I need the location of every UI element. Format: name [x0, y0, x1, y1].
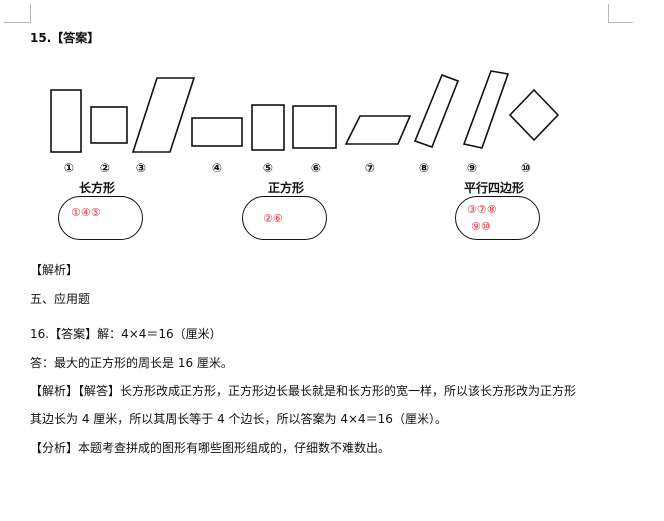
shape-3-parallelogram: [131, 77, 196, 153]
q16-analysis-text: 本题考查拼成的图形有哪些图形组成的，仔细数不难数出。: [78, 441, 391, 455]
square-answer-oval: [242, 196, 327, 240]
category-square-label: 正方形: [268, 181, 305, 195]
rectangle-answer-oval: [58, 196, 143, 240]
rectangle-answer: ①④⑤: [71, 206, 101, 219]
q16-answer-sentence: 答：最大的正方形的周长是 16 厘米。: [30, 356, 233, 370]
shape-number-10: ⑩: [521, 161, 531, 175]
shape-number-7: ⑦: [365, 161, 375, 175]
shape-8-parallelogram: [413, 73, 460, 149]
q15-analysis-label: 【解析】: [30, 263, 79, 277]
shape-7-parallelogram: [344, 115, 412, 145]
parallelogram-answer-line2: ⑨⑩: [471, 220, 491, 233]
shapes-figure: ① ② ③ ④ ⑤ ⑥ ⑦ ⑧ ⑨ ⑩: [50, 70, 560, 175]
crop-mark-right: [608, 4, 633, 23]
crop-mark-left: [4, 4, 31, 23]
shape-5-rectangle: [251, 104, 285, 151]
q16-answer-line: 16.【答案】解：4×4＝16（厘米）: [30, 327, 222, 341]
shape-6-square: [292, 105, 337, 149]
shape-number-3: ③: [136, 161, 146, 175]
shape-number-8: ⑧: [419, 161, 429, 175]
shape-number-5: ⑤: [263, 161, 273, 175]
shape-number-6: ⑥: [311, 161, 321, 175]
q15-title: 15.【答案】: [30, 31, 100, 45]
parallelogram-answer-oval: [455, 196, 540, 240]
category-parallelogram-label: 平行四边形: [464, 181, 525, 195]
shape-9-parallelogram: [462, 70, 510, 149]
shape-10-square: [508, 88, 560, 142]
shape-1-rectangle: [50, 89, 82, 153]
section-title: 五、应用题: [30, 292, 91, 306]
q16-explain-prefix: 【解析】【解答】: [30, 384, 121, 398]
shape-number-1: ①: [64, 161, 74, 175]
square-answer: ②⑥: [263, 212, 283, 225]
category-rectangle-label: 长方形: [79, 181, 116, 195]
parallelogram-answer-line1: ③⑦⑧: [467, 203, 497, 216]
q16-explain-text-1: 长方形改成正方形，正方形边长最长就是和长方形的宽一样，所以该长方形改为正方形: [120, 384, 577, 398]
q16-explain-line1: 【解析】【解答】长方形改成正方形，正方形边长最长就是和长方形的宽一样，所以该长方…: [30, 383, 576, 399]
shape-2-square: [90, 106, 128, 144]
shape-number-2: ②: [100, 161, 110, 175]
shape-number-9: ⑨: [467, 161, 477, 175]
shape-4-rectangle: [191, 117, 243, 147]
q16-explain-line2: 其边长为 4 厘米，所以其周长等于 4 个边长，所以答案为 4×4＝16（厘米）…: [30, 412, 447, 426]
shape-number-4: ④: [212, 161, 222, 175]
q16-analysis-prefix: 【分析】: [30, 441, 79, 455]
q16-analysis-line: 【分析】本题考查拼成的图形有哪些图形组成的，仔细数不难数出。: [30, 440, 390, 456]
